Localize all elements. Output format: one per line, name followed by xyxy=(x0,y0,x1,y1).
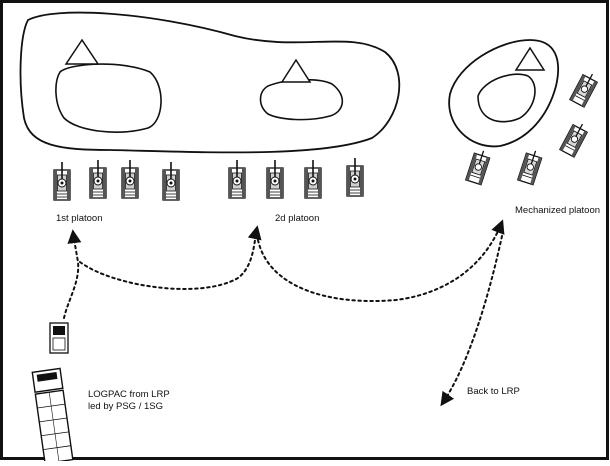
route-back-to-lrp xyxy=(440,235,503,407)
tank-icon xyxy=(228,159,246,199)
logpac-label-line2: led by PSG / 1SG xyxy=(88,400,163,412)
first-platoon-label: 1st platoon xyxy=(56,213,103,224)
tank-icon xyxy=(346,157,364,197)
position-marker-triangle-3 xyxy=(514,46,546,71)
second-platoon-label: 2d platoon xyxy=(275,213,320,224)
logpac-label: LOGPAC from LRP led by PSG / 1SG xyxy=(88,389,170,413)
battle-position-main xyxy=(19,11,401,154)
tank-icon xyxy=(266,159,284,199)
first-platoon-tanks xyxy=(53,159,180,201)
fighting-position-mech xyxy=(477,73,536,123)
route-to-first-platoon xyxy=(63,229,82,319)
fighting-position-2 xyxy=(259,78,344,121)
logpac-truck xyxy=(31,367,74,465)
battle-position-mech xyxy=(448,39,560,148)
mech-platoon-label: Mechanized platoon xyxy=(515,205,601,216)
movement-routes xyxy=(63,219,505,407)
fighting-position-1 xyxy=(55,63,162,133)
tank-icon xyxy=(121,159,139,199)
logpac-lead-vehicle xyxy=(49,322,69,354)
back-to-lrp-label: Back to LRP xyxy=(467,386,520,397)
ifv-icon xyxy=(465,147,492,186)
route-first-to-second xyxy=(79,225,262,290)
tank-icon xyxy=(304,159,322,199)
second-platoon-tanks xyxy=(228,157,364,199)
route-second-to-mech xyxy=(257,219,505,302)
ifv-icon xyxy=(559,119,591,158)
tank-icon xyxy=(162,161,180,201)
ifv-icon xyxy=(517,147,544,186)
position-marker-triangle-2 xyxy=(280,58,312,83)
tank-icon xyxy=(89,159,107,199)
position-marker-triangle-1 xyxy=(64,38,100,65)
tank-icon xyxy=(53,161,71,201)
logpac-label-line1: LOGPAC from LRP xyxy=(88,389,170,400)
ifv-icon xyxy=(569,69,601,108)
